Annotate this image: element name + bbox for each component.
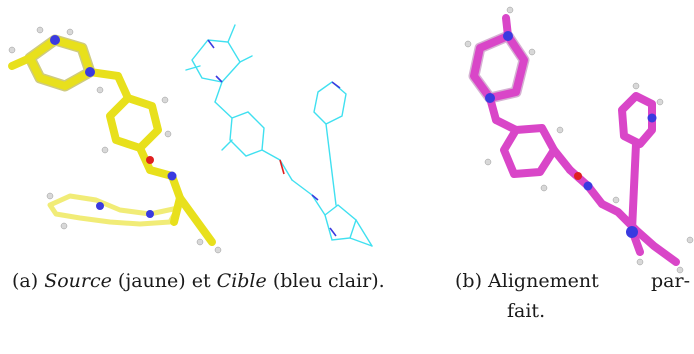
caption-b: (b) Alignement par- fait.	[455, 266, 690, 326]
caption-b-word2: par-	[651, 270, 690, 292]
panel-a-image	[0, 0, 400, 300]
caption-a-target-word: Cible	[216, 270, 267, 292]
panel-b-image	[440, 0, 694, 300]
molecule-overlay-source-target-icon	[8, 24, 373, 254]
caption-a-source-word: Source	[44, 270, 112, 292]
caption-a-source-paren: (jaune) et	[117, 270, 211, 292]
caption-b-line2: fait.	[507, 300, 546, 322]
caption-a: (a) Source (jaune) et Cible (bleu clair)…	[12, 266, 432, 296]
caption-b-tag: (b)	[455, 270, 482, 292]
caption-a-tag: (a)	[12, 270, 39, 292]
caption-b-word1: Alignement	[488, 270, 599, 292]
caption-a-target-paren: (bleu clair).	[272, 270, 385, 292]
molecule-aligned-icon	[464, 6, 694, 274]
